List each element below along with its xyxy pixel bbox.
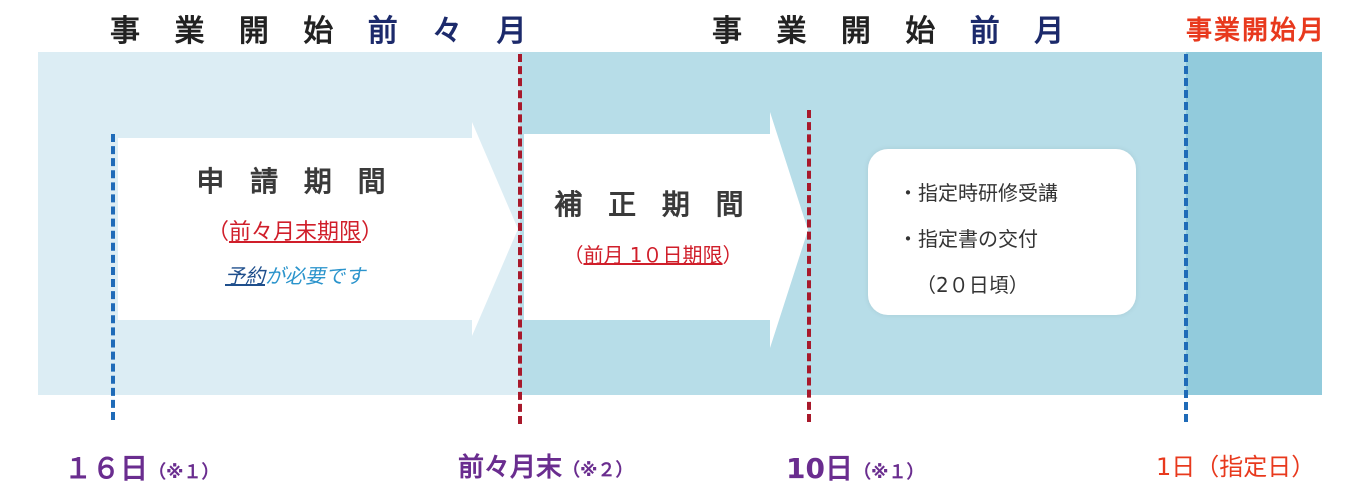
marker-line-day1 bbox=[1184, 54, 1188, 422]
header-prefix: 事 業 開 始 bbox=[110, 14, 346, 49]
application-period-arrow bbox=[118, 122, 518, 336]
application-deadline: （前々月末期限） bbox=[206, 220, 384, 245]
header-suffix: 前 月 bbox=[969, 14, 1077, 49]
application-period-text: 申 請 期 間 （前々月末期限） 予約が必要です bbox=[160, 160, 430, 289]
header-month-before-last: 事 業 開 始 前 々 月 bbox=[110, 6, 539, 50]
marker-label-day10: 10日（※１） bbox=[786, 452, 925, 485]
marker-line-day16 bbox=[111, 134, 115, 420]
band-start-month bbox=[1186, 52, 1322, 395]
designation-box: ・指定時研修受講 ・指定書の交付 （2０日頃） bbox=[868, 149, 1136, 315]
marker-line-day10 bbox=[807, 110, 811, 422]
correction-title: 補 正 期 間 bbox=[554, 188, 752, 221]
header-prefix: 事 業 開 始 bbox=[712, 14, 948, 49]
correction-deadline: （前月 1０日期限） bbox=[563, 243, 743, 267]
correction-period-text: 補 正 期 間 （前月 1０日期限） bbox=[534, 183, 772, 268]
designation-item: ・指定書の交付 bbox=[898, 227, 1038, 251]
header-previous-month: 事 業 開 始 前 月 bbox=[712, 6, 1076, 50]
marker-label-day1: 1日（指定日） bbox=[1156, 453, 1316, 481]
application-title: 申 請 期 間 bbox=[196, 165, 394, 198]
marker-label-end-of-month: 前々月末（※２） bbox=[458, 453, 634, 483]
marker-line-end-of-month bbox=[518, 54, 522, 424]
correction-period-arrow bbox=[524, 112, 808, 348]
designation-item: ・指定時研修受講 bbox=[898, 181, 1058, 205]
designation-timing: （2０日頃） bbox=[916, 273, 1029, 297]
header-start-month: 事業開始月 bbox=[1186, 16, 1327, 46]
header-suffix: 前 々 月 bbox=[367, 14, 539, 49]
reservation-note: 予約が必要です bbox=[225, 264, 365, 288]
marker-label-day16: １６日（※１） bbox=[64, 452, 220, 485]
